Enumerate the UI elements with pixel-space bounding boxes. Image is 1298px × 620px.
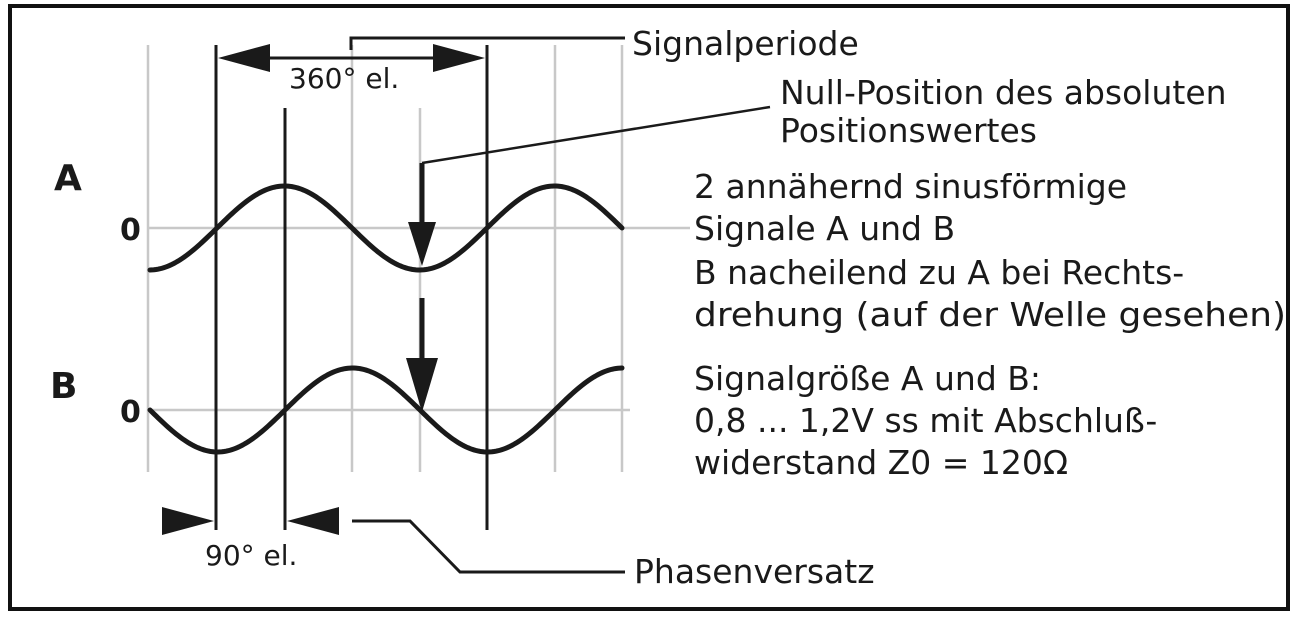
phase-arrow-right [287,507,339,535]
magnitude-line1: Signalgröße A und B: [694,359,1041,398]
phase-leader-line [352,519,625,574]
null-position-label-line2: Positionswertes [780,111,1037,150]
null-position-label-line1: Null-Position des absoluten [780,73,1227,112]
signal-b-zero: 0 [120,395,141,430]
description-line4: drehung (auf der Welle gesehen) [694,295,1286,334]
description-line3: B nacheilend zu A bei Rechts- [694,253,1184,292]
phase-angle-label: 90° el. [205,539,297,572]
phase-arrow-left [162,507,214,535]
description-line2: Signale A und B [694,209,955,248]
period-label: Signalperiode [632,24,859,63]
null-position-leader [421,105,771,165]
null-arrow-head-a [408,222,436,266]
phase-label: Phasenversatz [634,552,875,591]
signal-a-wave [147,183,625,273]
period-arrow-right [433,44,485,72]
signal-a-label: A [54,158,82,199]
signal-a-zero: 0 [120,213,141,248]
period-arrow-left [218,44,270,72]
magnitude-line3: widerstand Z0 = 120Ω [694,443,1068,482]
signal-b-wave [147,365,625,455]
period-angle-label: 360° el. [289,62,399,95]
frame-border [8,4,1290,611]
period-leader-line [349,36,625,50]
description-line1: 2 annähernd sinusförmige [694,167,1127,206]
null-arrow-head-b [406,358,438,412]
signal-b-label: B [50,366,77,407]
magnitude-line2: 0,8 ... 1,2V ss mit Abschluß- [694,401,1157,440]
